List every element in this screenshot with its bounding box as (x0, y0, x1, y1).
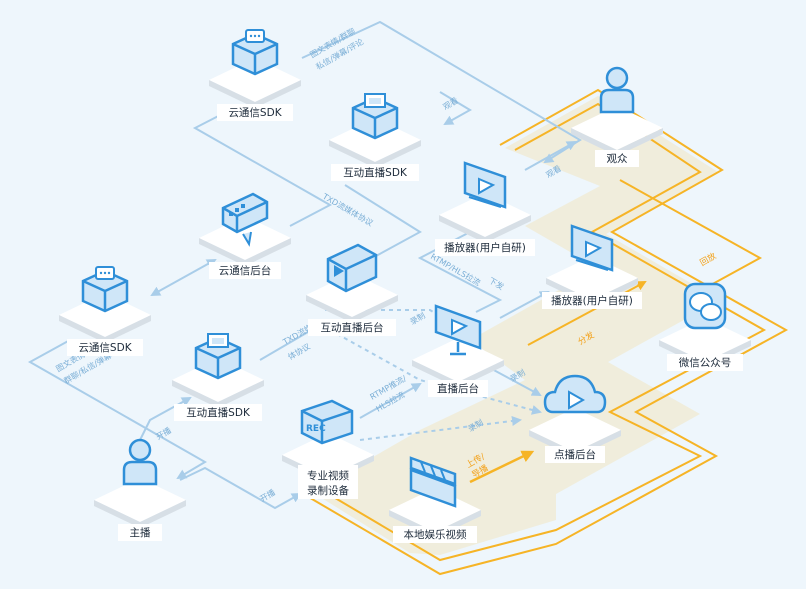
label-box (542, 292, 642, 309)
label-box (545, 446, 605, 463)
person-icon (122, 438, 158, 486)
label-box (435, 239, 535, 256)
rec-camera-icon: REC (300, 399, 354, 445)
label-box (308, 319, 396, 336)
line-left-msg (27, 339, 207, 480)
plate-side (329, 140, 421, 168)
plate-side (439, 215, 531, 243)
dash-interactive-to-vod (329, 329, 542, 415)
monitor-play-icon (434, 304, 482, 356)
plate-side (199, 238, 291, 266)
line-device-to-live-backend (359, 383, 422, 419)
box-chat-icon (81, 266, 129, 313)
node-label: 主播 (130, 526, 151, 539)
node-wechat[interactable]: 微信公众号 (659, 282, 751, 371)
node-label: 播放器(用户自研) (551, 294, 633, 307)
plate-side (59, 315, 151, 343)
node-im-sdk-top[interactable]: 云通信SDK (209, 29, 301, 121)
node-label: 互动直播SDK (186, 406, 251, 419)
node-pro-device[interactable]: REC 专业视频 录制设备 (282, 399, 374, 499)
label-box (428, 380, 488, 397)
node-label: 直播后台 (437, 382, 479, 395)
label-box (667, 354, 743, 371)
label-box (331, 164, 419, 181)
edge-label-rtmp-pull: RTMP/HLS拉流 (429, 251, 482, 288)
label-box (174, 404, 262, 421)
node-player-user-2[interactable]: 播放器(用户自研) (542, 224, 642, 309)
node-label: 观众 (607, 153, 628, 165)
orange-playback-line (619, 179, 763, 293)
label-box (393, 526, 477, 543)
box-windows-icon (351, 93, 399, 140)
edge-label-tx-protocol-top: TXD流媒体协议 (320, 191, 375, 228)
node-label: 播放器(用户自研) (444, 241, 526, 254)
label-box (217, 104, 293, 121)
line-im-backend-to-left (150, 259, 217, 296)
plate-side (94, 500, 186, 528)
label-box (118, 524, 162, 541)
label-box (67, 339, 143, 356)
person-icon (599, 66, 635, 114)
server-icon (221, 192, 269, 247)
rec-text: REC (306, 424, 326, 434)
node-local-video[interactable]: 本地娱乐视频 (389, 456, 481, 543)
edge-label-start-live-bottom: 开播 (258, 487, 277, 504)
edge-label-watch-top: 观看 (442, 96, 460, 112)
edge-label-dispatch: 下发 (487, 275, 506, 292)
node-label: 微信公众号 (679, 356, 732, 369)
node-live-sdk-left[interactable]: 互动直播SDK (172, 333, 264, 421)
node-label-line1: 专业视频 (307, 469, 349, 482)
edge-label-record-1: 录制 (408, 310, 427, 327)
box-windows-icon (194, 333, 242, 380)
plate-side (306, 295, 398, 323)
line-live-top-protocol (344, 184, 422, 263)
plate-side (172, 380, 264, 408)
node-label: 互动直播后台 (321, 321, 384, 334)
line-host-to-device (179, 466, 302, 510)
label-box (298, 465, 358, 499)
flow-lines (27, 20, 582, 510)
label-box (595, 150, 639, 167)
node-label: 云通信SDK (78, 342, 132, 354)
node-label: 云通信SDK (228, 107, 282, 119)
line-top-msg (301, 20, 582, 164)
wechat-icon (683, 282, 727, 330)
line-live-backend-to-vod (489, 367, 542, 396)
orange-upload-line (469, 450, 535, 484)
clapperboard-icon (409, 456, 457, 508)
node-label-line2: 录制设备 (307, 484, 349, 497)
line-top-watch (439, 91, 472, 125)
edge-label-playback: 回放 (698, 250, 719, 268)
band-fill (312, 96, 720, 555)
node-live-backend[interactable]: 直播后台 (412, 304, 504, 397)
node-live-sdk-top[interactable]: 互动直播SDK (329, 93, 421, 181)
player-icon (463, 161, 507, 209)
plate-side (209, 80, 301, 108)
line-im-top-to-backend (192, 109, 333, 227)
label-box (209, 262, 281, 279)
node-live-backend-interactive[interactable]: 互动直播后台 (306, 243, 398, 336)
node-label: 互动直播SDK (343, 166, 408, 179)
node-vod-backend[interactable]: 点播后台 (529, 374, 621, 463)
cloud-play-icon (543, 374, 607, 414)
node-host[interactable]: 主播 (94, 438, 186, 541)
node-label: 本地娱乐视频 (404, 528, 467, 541)
dash-device-to-vod (359, 416, 522, 441)
line-player1-to-audience (524, 141, 577, 171)
box-chat-icon (231, 29, 279, 76)
line-live-backend-to-player2 (499, 291, 550, 319)
node-label: 点播后台 (554, 448, 596, 461)
player-icon (570, 224, 614, 272)
video-server-icon (326, 243, 378, 293)
node-audience[interactable]: 观众 (571, 66, 663, 167)
node-player-user-1[interactable]: 播放器(用户自研) (435, 161, 535, 256)
node-label: 云通信后台 (219, 264, 272, 277)
node-im-sdk-left[interactable]: 云通信SDK (59, 266, 151, 356)
node-im-backend[interactable]: 云通信后台 (199, 192, 291, 279)
